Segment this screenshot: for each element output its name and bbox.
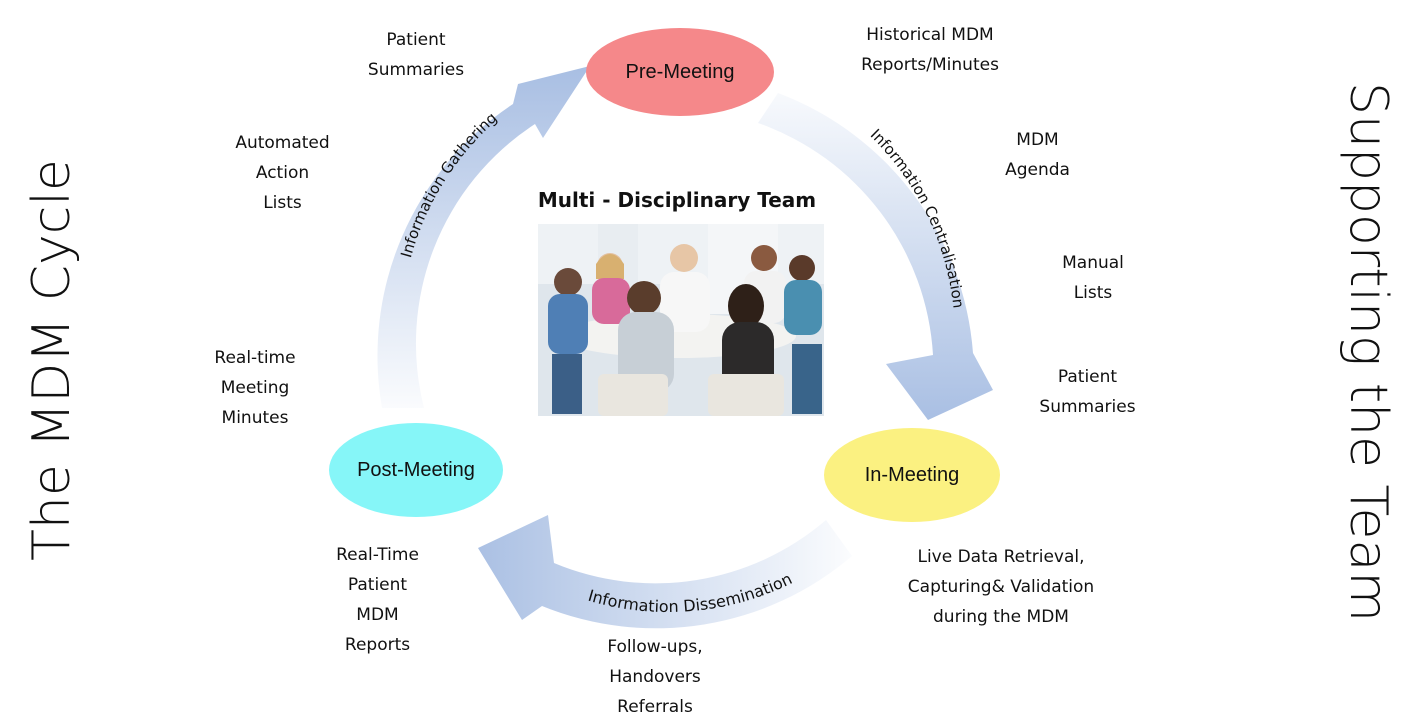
- pre-meeting-phase: Pre-Meeting: [586, 28, 774, 116]
- cycle-title: The MDM Cycle: [22, 159, 82, 561]
- note-live-data-retrieval: Live Data Retrieval, Capturing& Validati…: [907, 547, 1095, 627]
- note-automated-action-lists: Automated Action Lists: [235, 133, 330, 213]
- post-meeting-phase: Post-Meeting: [329, 423, 503, 517]
- team-title: Multi - Disciplinary Team: [537, 188, 817, 212]
- in-meeting-label: In-Meeting: [864, 463, 960, 486]
- information-dissemination-arrow: [478, 515, 852, 629]
- note-followups-handovers-referrals: Follow-ups, Handovers Referrals: [607, 637, 703, 717]
- note-realtime-patient-reports: Real-Time Patient MDM Reports: [336, 545, 419, 655]
- supporting-title: Supporting the Team: [1338, 81, 1398, 623]
- note-historical-reports: Historical MDM Reports/Minutes: [861, 25, 999, 75]
- information-centralisation-arrow: [758, 93, 993, 420]
- note-patient-summaries-top: Patient Summaries: [367, 30, 465, 80]
- post-meeting-label: Post-Meeting: [357, 458, 475, 481]
- in-meeting-phase: In-Meeting: [824, 428, 1000, 522]
- note-patient-summaries-right: Patient Summaries: [1039, 367, 1136, 417]
- pre-meeting-label: Pre-Meeting: [625, 60, 735, 83]
- note-realtime-meeting-minutes: Real-time Meeting Minutes: [214, 348, 296, 428]
- note-manual-lists: Manual Lists: [1062, 253, 1124, 303]
- team-meeting-photo: [538, 224, 824, 416]
- information-gathering-arrow: [377, 66, 590, 408]
- note-mdm-agenda: MDM Agenda: [1005, 130, 1070, 180]
